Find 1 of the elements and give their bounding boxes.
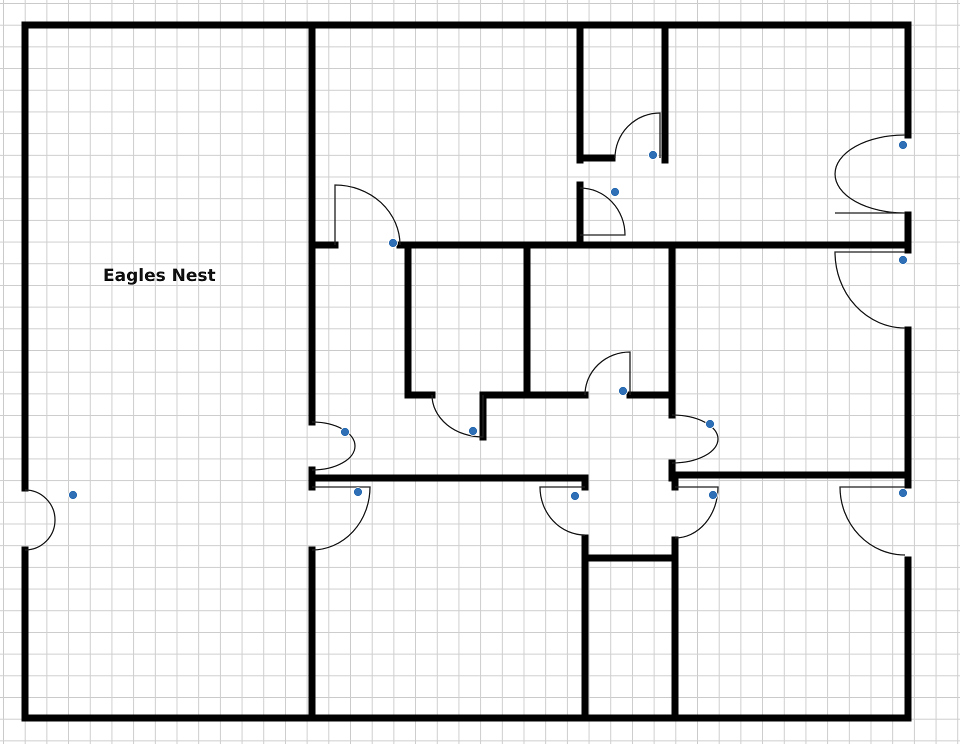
room-label: Eagles Nest <box>103 266 216 286</box>
